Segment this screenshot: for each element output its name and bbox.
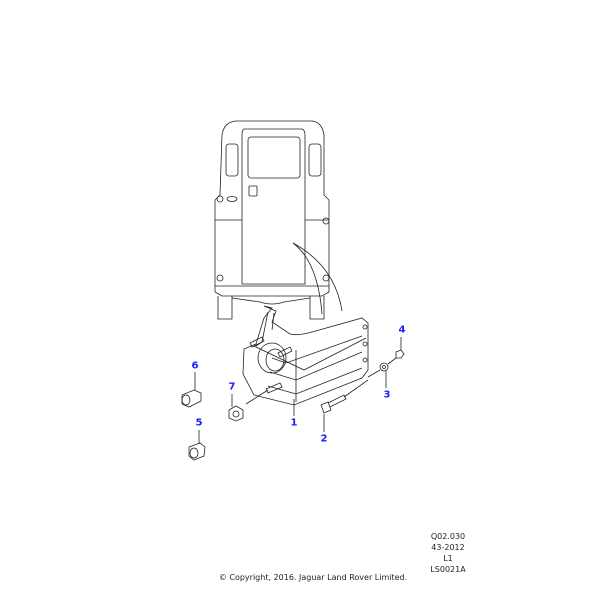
callout-2[interactable]: 2 (320, 433, 328, 445)
vehicle-rear-illustration (214, 120, 343, 320)
bolt-part-2 (320, 379, 369, 414)
reference-illustration: LS0021A (430, 565, 466, 574)
bracket-part-1 (242, 305, 369, 406)
leader-lines (194, 337, 402, 444)
reference-code: Q02.030 (430, 532, 466, 541)
reference-date: 43-2012 (431, 543, 465, 552)
washer-part-3 (367, 362, 389, 378)
nut-part-4 (387, 349, 405, 365)
nut-part-5 (188, 442, 206, 461)
copyright-notice: © Copyright, 2016. Jaguar Land Rover Lim… (218, 573, 408, 582)
nut-part-7 (228, 389, 269, 422)
nut-part-6 (181, 389, 202, 408)
callout-4[interactable]: 4 (398, 324, 406, 336)
callout-1[interactable]: 1 (290, 417, 298, 429)
callout-5[interactable]: 5 (195, 417, 203, 429)
callout-6[interactable]: 6 (191, 360, 199, 372)
reference-level: L1 (443, 554, 453, 563)
callout-3[interactable]: 3 (383, 389, 391, 401)
callout-7[interactable]: 7 (228, 381, 236, 393)
